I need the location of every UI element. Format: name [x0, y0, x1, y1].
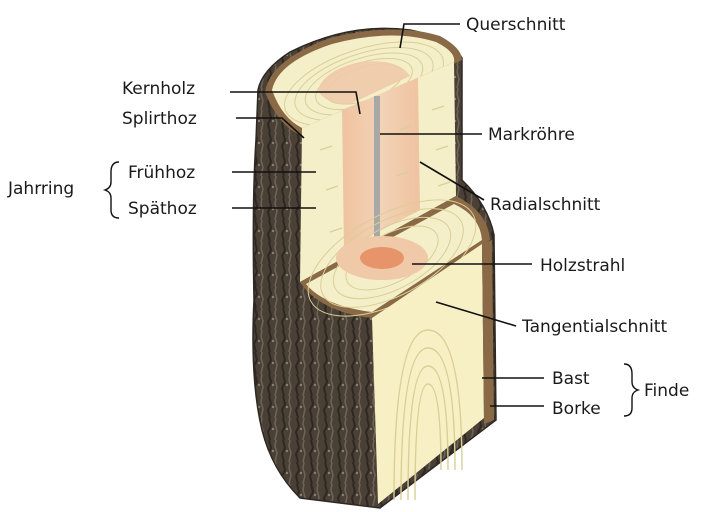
label-querschnitt: Querschnitt — [466, 15, 566, 35]
label-radialschnitt: Radialschnitt — [490, 195, 601, 215]
label-fruehholz: Frühhoz — [128, 163, 195, 183]
bast-strip — [482, 240, 494, 424]
label-borke: Borke — [552, 399, 601, 419]
rinde-brace — [624, 364, 638, 416]
label-markroehre: Markröhre — [488, 125, 575, 145]
jahrring-brace — [105, 162, 119, 218]
label-spaetholz: Späthoz — [128, 199, 197, 219]
label-tangentialschnitt: Tangentialschnitt — [521, 317, 667, 337]
label-kernholz: Kernholz — [122, 79, 195, 99]
label-splintholz: Splirthoz — [122, 109, 197, 129]
ledge-pith-ring — [360, 247, 404, 269]
label-holzstrahl: Holzstrahl — [540, 256, 625, 276]
label-rinde: Finde — [644, 381, 689, 401]
label-jahrring: Jahrring — [7, 179, 74, 199]
label-bast: Bast — [552, 369, 590, 389]
